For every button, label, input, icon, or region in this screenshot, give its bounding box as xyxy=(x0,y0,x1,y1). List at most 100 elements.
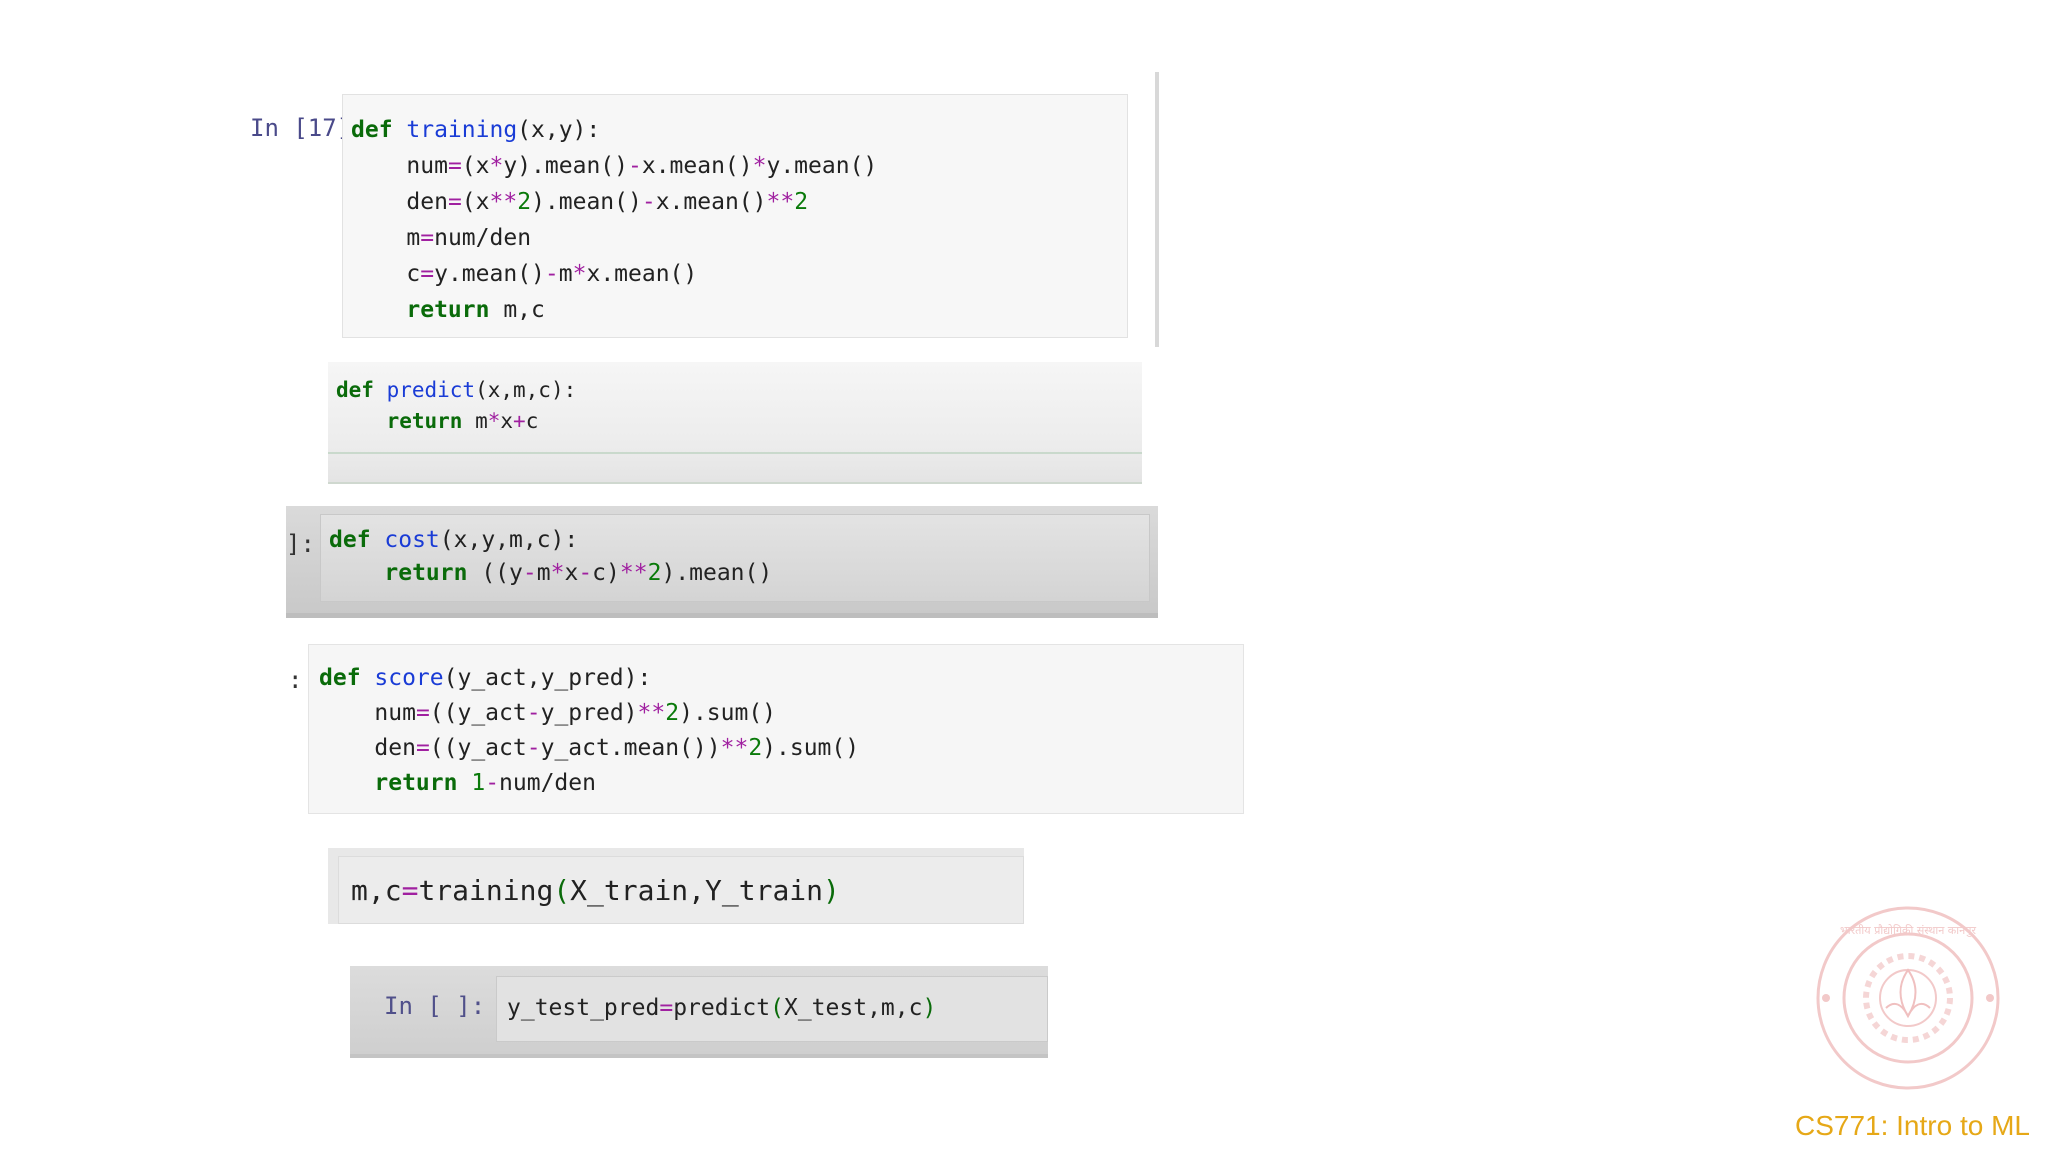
code-token: x.mean() xyxy=(641,153,753,179)
code-token: = xyxy=(401,874,419,907)
code-token: * xyxy=(489,153,504,179)
code-token: y_test_pred xyxy=(507,995,660,1021)
code-token: y.mean() xyxy=(434,261,545,287)
code-token: return xyxy=(319,770,472,796)
code-token: 2 xyxy=(748,735,763,761)
code-token: * xyxy=(572,261,587,287)
code-token: num/den xyxy=(499,770,596,796)
code-cell-training[interactable]: def training(x,y): num=(x*y).mean()-x.me… xyxy=(342,94,1128,338)
code-line: den=(x**2).mean()-x.mean()**2 xyxy=(351,191,808,214)
svg-text:भारतीय प्रौद्योगिकी संस्थान का: भारतीय प्रौद्योगिकी संस्थान कानपुर xyxy=(1840,924,1976,937)
code-line: return m*x+c xyxy=(336,409,539,433)
code-token: 2 xyxy=(665,700,680,726)
code-token: y).mean() xyxy=(503,153,628,179)
seal-icon: भारतीय प्रौद्योगिकी संस्थान कानपुर xyxy=(1816,906,2000,1090)
code-token: m xyxy=(536,560,551,586)
code-token: = xyxy=(415,735,430,761)
code-token: * xyxy=(550,560,565,586)
code-token: (x,m,c): xyxy=(475,378,577,402)
code-token: score xyxy=(374,665,444,691)
institute-seal-logo: भारतीय प्रौद्योगिकी संस्थान कानपुर xyxy=(1814,904,2002,1092)
code-line: num=(x*y).mean()-x.mean()*y.mean() xyxy=(351,155,877,178)
code-token: - xyxy=(526,700,541,726)
code-token: ** xyxy=(619,560,648,586)
code-token: - xyxy=(544,261,559,287)
code-line: m=num/den xyxy=(351,227,531,250)
cell-prompt-score: : xyxy=(288,666,303,694)
code-token: den xyxy=(351,189,448,215)
code-token: = xyxy=(659,995,674,1021)
code-token: ** xyxy=(637,700,666,726)
code-line: def cost(x,y,m,c): xyxy=(329,529,578,552)
code-token: x.mean() xyxy=(655,189,767,215)
code-cell-cost-outer: ]: def cost(x,y,m,c): return ((y-m*x-c)*… xyxy=(286,506,1158,618)
code-token: - xyxy=(522,560,537,586)
code-cell-predict-call[interactable]: y_test_pred=predict(X_test,m,c) xyxy=(496,976,1048,1042)
code-token: 2 xyxy=(794,189,809,215)
code-token: ).sum() xyxy=(679,700,777,726)
cell-prompt-predict-call: In [ ]: xyxy=(384,992,486,1020)
code-token: c xyxy=(525,409,539,433)
code-token: X_test,m,c xyxy=(783,995,923,1021)
code-token: = xyxy=(447,153,462,179)
code-token: def xyxy=(329,527,385,553)
code-token: m xyxy=(558,261,573,287)
code-cell-cost[interactable]: def cost(x,y,m,c): return ((y-m*x-c)**2)… xyxy=(320,514,1150,602)
code-line: return m,c xyxy=(351,299,545,322)
code-cell-train-call[interactable]: m,c=training(X_train,Y_train) xyxy=(338,856,1024,924)
code-token: = xyxy=(420,261,435,287)
code-line: return 1-num/den xyxy=(319,772,596,795)
code-line: num=((y_act-y_pred)**2).sum() xyxy=(319,702,776,725)
code-token: ( xyxy=(553,874,571,907)
code-token: ( xyxy=(770,995,784,1021)
code-token: = xyxy=(447,189,462,215)
code-token: ** xyxy=(489,189,518,215)
code-token: def xyxy=(319,665,375,691)
code-token: - xyxy=(641,189,656,215)
code-line: den=((y_act-y_act.mean())**2).sum() xyxy=(319,737,859,760)
code-token: - xyxy=(627,153,642,179)
code-line: return ((y-m*x-c)**2).mean() xyxy=(329,562,772,585)
code-token: ((y_act xyxy=(429,700,527,726)
code-token: 2 xyxy=(517,189,532,215)
code-line: y_test_pred=predict(X_test,m,c) xyxy=(507,997,936,1020)
code-token: ).mean() xyxy=(531,189,642,215)
code-token: num/den xyxy=(434,225,532,251)
code-line: def training(x,y): xyxy=(351,119,600,142)
code-token: training xyxy=(418,874,554,907)
code-token: return xyxy=(336,409,476,433)
code-token: ) xyxy=(922,995,937,1021)
code-token: x xyxy=(564,560,579,586)
code-token: den xyxy=(319,735,416,761)
code-token: x.mean() xyxy=(586,261,698,287)
code-token: (x,y): xyxy=(517,117,601,143)
course-footer: CS771: Intro to ML xyxy=(1794,1110,2030,1141)
code-token: + xyxy=(513,409,526,433)
code-cell-predict[interactable]: def predict(x,m,c): return m*x+c xyxy=(328,362,1142,484)
code-token: c xyxy=(351,261,421,287)
code-token: m xyxy=(351,225,421,251)
code-token: ).sum() xyxy=(762,735,860,761)
code-token: (x xyxy=(461,153,490,179)
code-token: - xyxy=(578,560,593,586)
code-token: = xyxy=(420,225,435,251)
code-token: predict xyxy=(386,378,476,402)
code-token: y.mean() xyxy=(766,153,878,179)
notebook-divider xyxy=(1155,72,1159,347)
code-token: (x,y,m,c): xyxy=(439,527,579,553)
code-token: cost xyxy=(384,527,440,553)
code-token: m,c xyxy=(503,297,545,323)
code-token: (y_act,y_pred): xyxy=(443,665,652,691)
code-token: m,c xyxy=(351,874,402,907)
code-cell-score[interactable]: def score(y_act,y_pred): num=((y_act-y_p… xyxy=(308,644,1244,814)
code-token: return xyxy=(351,297,504,323)
code-token: x xyxy=(500,409,514,433)
code-cell-train-call-outer: m,c=training(X_train,Y_train) xyxy=(328,848,1024,924)
code-line: def predict(x,m,c): xyxy=(336,380,576,401)
cell-separator xyxy=(328,452,1142,454)
code-token: num xyxy=(351,153,448,179)
code-token: (x xyxy=(461,189,490,215)
code-line: c=y.mean()-m*x.mean() xyxy=(351,263,697,286)
code-token: c) xyxy=(592,560,620,586)
code-cell-predict-call-outer: In [ ]: y_test_pred=predict(X_test,m,c) xyxy=(350,966,1048,1058)
